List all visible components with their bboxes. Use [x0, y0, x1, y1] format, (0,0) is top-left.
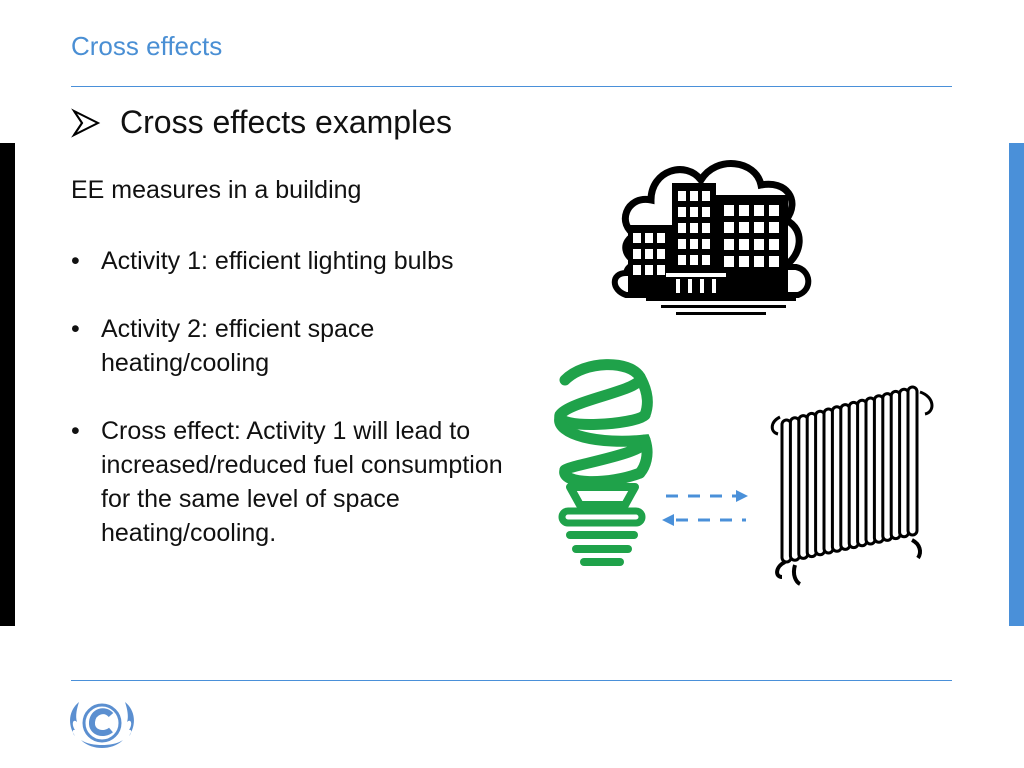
section-heading: Cross effects examples	[71, 104, 452, 141]
office-building-icon	[611, 160, 812, 315]
list-item: • Activity 1: efficient lighting bulbs	[71, 244, 521, 278]
cfl-bulb-icon	[554, 359, 653, 566]
radiator-icon	[770, 385, 934, 586]
radiator-fin	[906, 385, 919, 537]
header-divider	[71, 86, 952, 87]
bullet-text: Cross effect: Activity 1 will lead to in…	[101, 417, 503, 547]
bullet-text: Activity 1: efficient lighting bulbs	[101, 247, 454, 275]
left-accent-bar	[0, 143, 15, 626]
bullet-dot: •	[71, 315, 80, 343]
bullet-dot: •	[71, 247, 80, 275]
footer-divider	[71, 680, 952, 681]
list-item: • Cross effect: Activity 1 will lead to i…	[71, 414, 521, 550]
intro-text: EE measures in a building	[71, 176, 362, 204]
slide-header-title: Cross effects	[71, 31, 223, 61]
arrowhead-bullet-icon	[71, 107, 101, 138]
section-heading-text: Cross effects examples	[120, 104, 452, 140]
bullet-dot: •	[71, 417, 80, 445]
unfccc-logo	[70, 702, 134, 748]
bidirectional-dashed-arrows-icon	[662, 490, 748, 526]
list-item: • Activity 2: efficient space heating/coo…	[71, 312, 521, 380]
bullet-text: Activity 2: efficient space heating/cool…	[101, 315, 375, 377]
bullet-list: • Activity 1: efficient lighting bulbs • A…	[71, 244, 521, 584]
right-accent-bar	[1009, 143, 1024, 626]
